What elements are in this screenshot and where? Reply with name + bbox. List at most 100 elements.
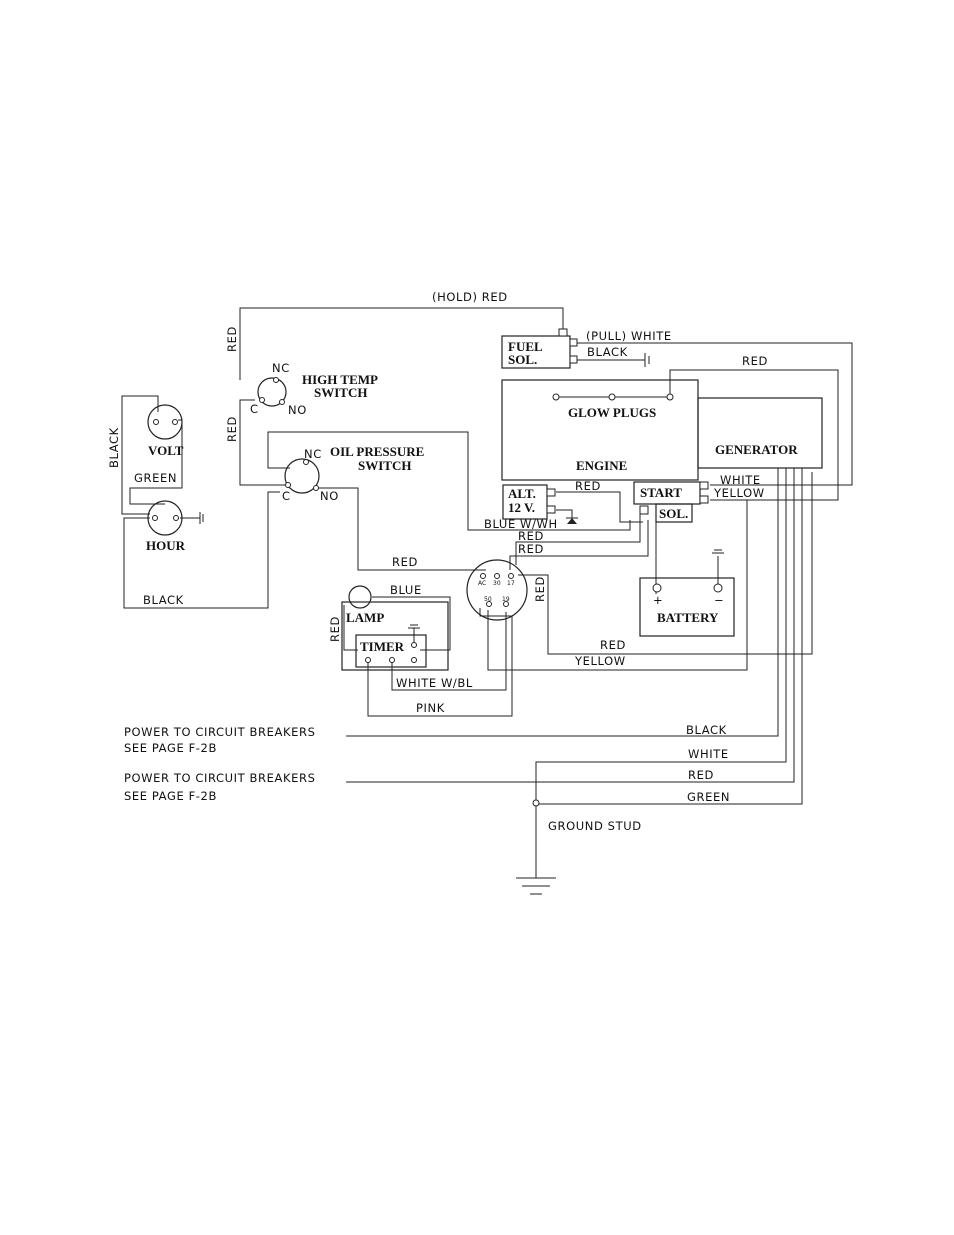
oil-nc [303,459,309,465]
label-hold-red: (HOLD) RED [432,290,508,304]
label-white-gen: WHITE [720,473,761,487]
diode-icon [567,518,577,524]
fuel-sol-terminal-pull [569,338,578,347]
high-temp-no-label: NO [288,403,307,417]
fuel-sol-terminal-top [558,328,568,337]
wire-green [129,419,183,505]
oil-no-label: NO [320,489,339,503]
volt-meter [147,404,183,440]
wire-red-lamp [343,605,358,651]
high-temp-nc [273,377,279,383]
note-power-1-line1: POWER TO CIRCUIT BREAKERS [124,725,315,739]
label-black-bottom: BLACK [143,593,184,607]
switch-terminal-labels: NC C NO NC C NO AC 30 17 50 19 [250,361,515,603]
hour-label: HOUR [146,538,186,553]
oil-no [313,485,319,491]
glow-plug-2 [608,393,616,401]
timer-box [355,634,427,668]
alt-label-1: ALT. [508,486,536,501]
alt-label-2: 12 V. [508,500,535,515]
sol-label: SOL. [659,506,688,521]
glow-plug-3 [666,393,674,401]
key-ac-label: AC [478,580,486,587]
start-terminal-white [699,481,709,490]
timer-terminal-4 [411,642,417,648]
oil-c-label: C [282,489,291,503]
wire-alt-diode [556,509,573,518]
key-terminal-19 [503,601,509,607]
component-labels: FUEL SOL. HIGH TEMP SWITCH OIL PRESSURE … [146,339,798,654]
components [147,328,823,895]
timer-terminal-1 [365,657,371,663]
generator-label: GENERATOR [715,442,798,457]
start-terminal-bottom [639,505,649,515]
key-switch [466,559,528,621]
label-red-oil-key: RED [392,555,418,569]
timer-terminal-3 [411,657,417,663]
label-white-wbl: WHITE W/BL [396,676,473,690]
battery-plus-terminal [652,583,662,593]
wire-black-bottom [123,491,280,609]
battery-minus-terminal [713,583,723,593]
note-power-2-line2: SEE PAGE F-2B [124,789,217,803]
label-white-out: WHITE [688,747,729,761]
key-terminal-17 [508,573,514,579]
label-pull-white: (PULL) WHITE [586,329,672,343]
alt-terminal-2 [546,505,556,514]
label-red-alt: RED [575,479,601,493]
label-yellow-long: YELLOW [574,654,626,668]
key-50-label: 50 [484,596,492,603]
label-ground-stud: GROUND STUD [548,819,642,833]
wires [121,307,853,878]
volt-label: VOLT [148,443,184,458]
oil-pressure-label-1: OIL PRESSURE [330,444,424,459]
power-notes: POWER TO CIRCUIT BREAKERS SEE PAGE F-2B … [124,725,315,803]
label-green-out: GREEN [687,790,730,804]
fuel-sol-terminal-black [569,355,578,364]
volt-terminal-plus [172,419,178,425]
label-green: GREEN [134,471,177,485]
wire-black-left [121,395,159,515]
wire-black-out [346,468,779,737]
label-black-vertical-left: BLACK [107,427,121,468]
battery-minus-sign: − [714,593,724,607]
key-30-label: 30 [493,580,501,587]
wire-red-oil-key [318,487,486,571]
lamp-circle [348,585,372,609]
oil-c [285,482,291,488]
key-terminal-30 [494,573,500,579]
high-temp-switch [257,377,287,407]
label-blue-lamp: BLUE [390,583,422,597]
high-temp-c-label: C [250,402,259,416]
wire-red-key-1 [515,514,641,565]
label-red-key-1: RED [518,529,544,543]
label-blue-wwh: BLUE W/WH [484,517,558,531]
wire-white-out [535,468,787,800]
oil-nc-label: NC [304,447,322,461]
wire-pull-white [577,342,853,486]
alt-terminal-1 [546,488,556,497]
start-terminal-yellow [699,495,709,504]
timer-terminal-2 [389,657,395,663]
glow-plugs-label: GLOW PLUGS [568,405,656,420]
start-label: START [640,485,682,500]
ground-stud-point [532,799,540,807]
alt-box [502,484,548,520]
generator-box [697,397,823,469]
sol-box [655,503,693,523]
label-red-key-vertical: RED [533,576,547,602]
fuel-sol-label-1: FUEL [508,339,543,354]
volt-terminal-minus [153,419,159,425]
wire-blue-lamp [372,596,451,651]
hour-meter [147,500,183,536]
label-black-fuel: BLACK [587,345,628,359]
wire-red-glow [669,369,839,501]
note-power-1-line2: SEE PAGE F-2B [124,741,217,755]
battery-plus-sign: + [653,593,663,607]
battery-box [639,577,735,637]
key-17-label: 17 [507,580,515,587]
high-temp-label-1: HIGH TEMP [302,372,378,387]
wire-pink [367,608,513,717]
key-terminal-50 [486,601,492,607]
